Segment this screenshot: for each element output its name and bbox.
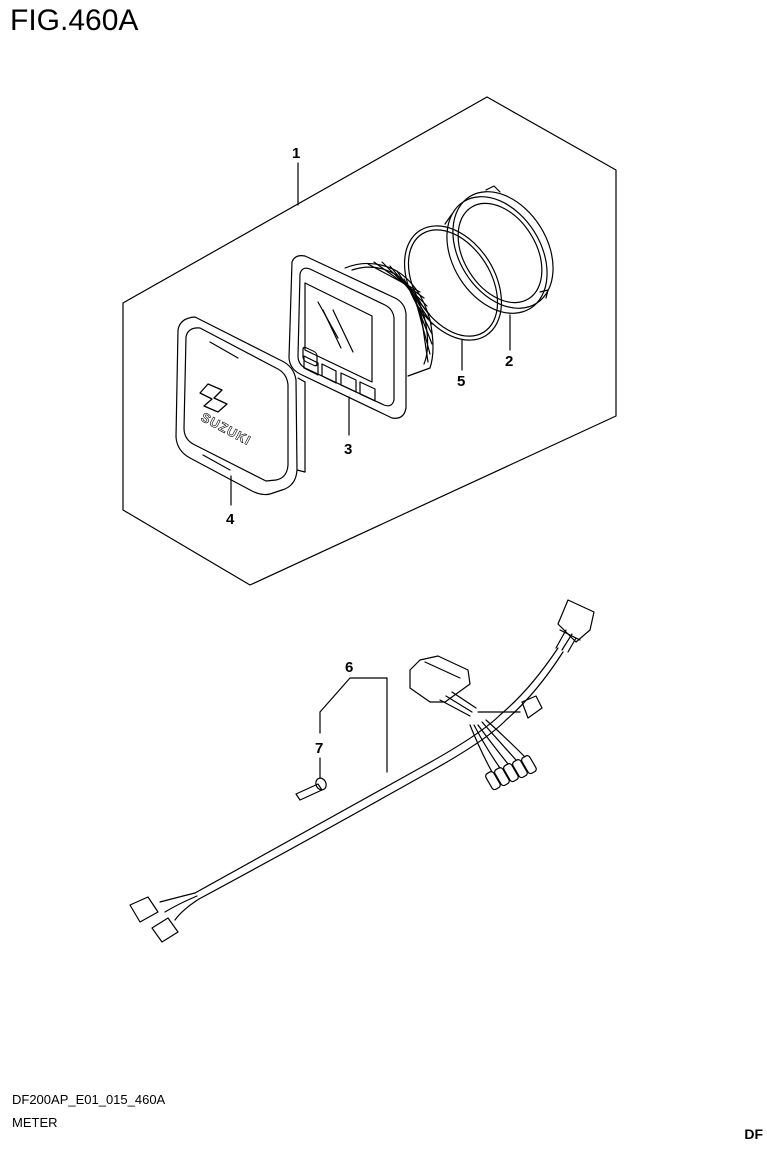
callout-3: 3 (344, 441, 352, 458)
drawing-code: DF200AP_E01_015_460A (12, 1092, 166, 1107)
retaining-nut (444, 185, 554, 314)
logo-text: SUZUKI (199, 409, 254, 448)
assembly-boundary (122, 96, 617, 586)
corner-mark: DF (744, 1126, 763, 1142)
o-ring (403, 225, 503, 341)
callout-6: 6 (345, 659, 353, 676)
callout-2: 2 (505, 353, 513, 370)
screw (295, 777, 327, 801)
bezel-cover: SUZUKI (175, 316, 306, 496)
callout-7: 7 (315, 740, 323, 757)
drawing-name: METER (12, 1115, 58, 1130)
callout-4: 4 (226, 511, 235, 528)
meter-body (288, 255, 434, 419)
callout-1: 1 (292, 145, 300, 162)
figure-title: FIG.460A (10, 4, 139, 37)
suzuki-logo-icon (199, 383, 228, 413)
wiring-harness (129, 599, 595, 943)
callout-5: 5 (457, 373, 465, 390)
